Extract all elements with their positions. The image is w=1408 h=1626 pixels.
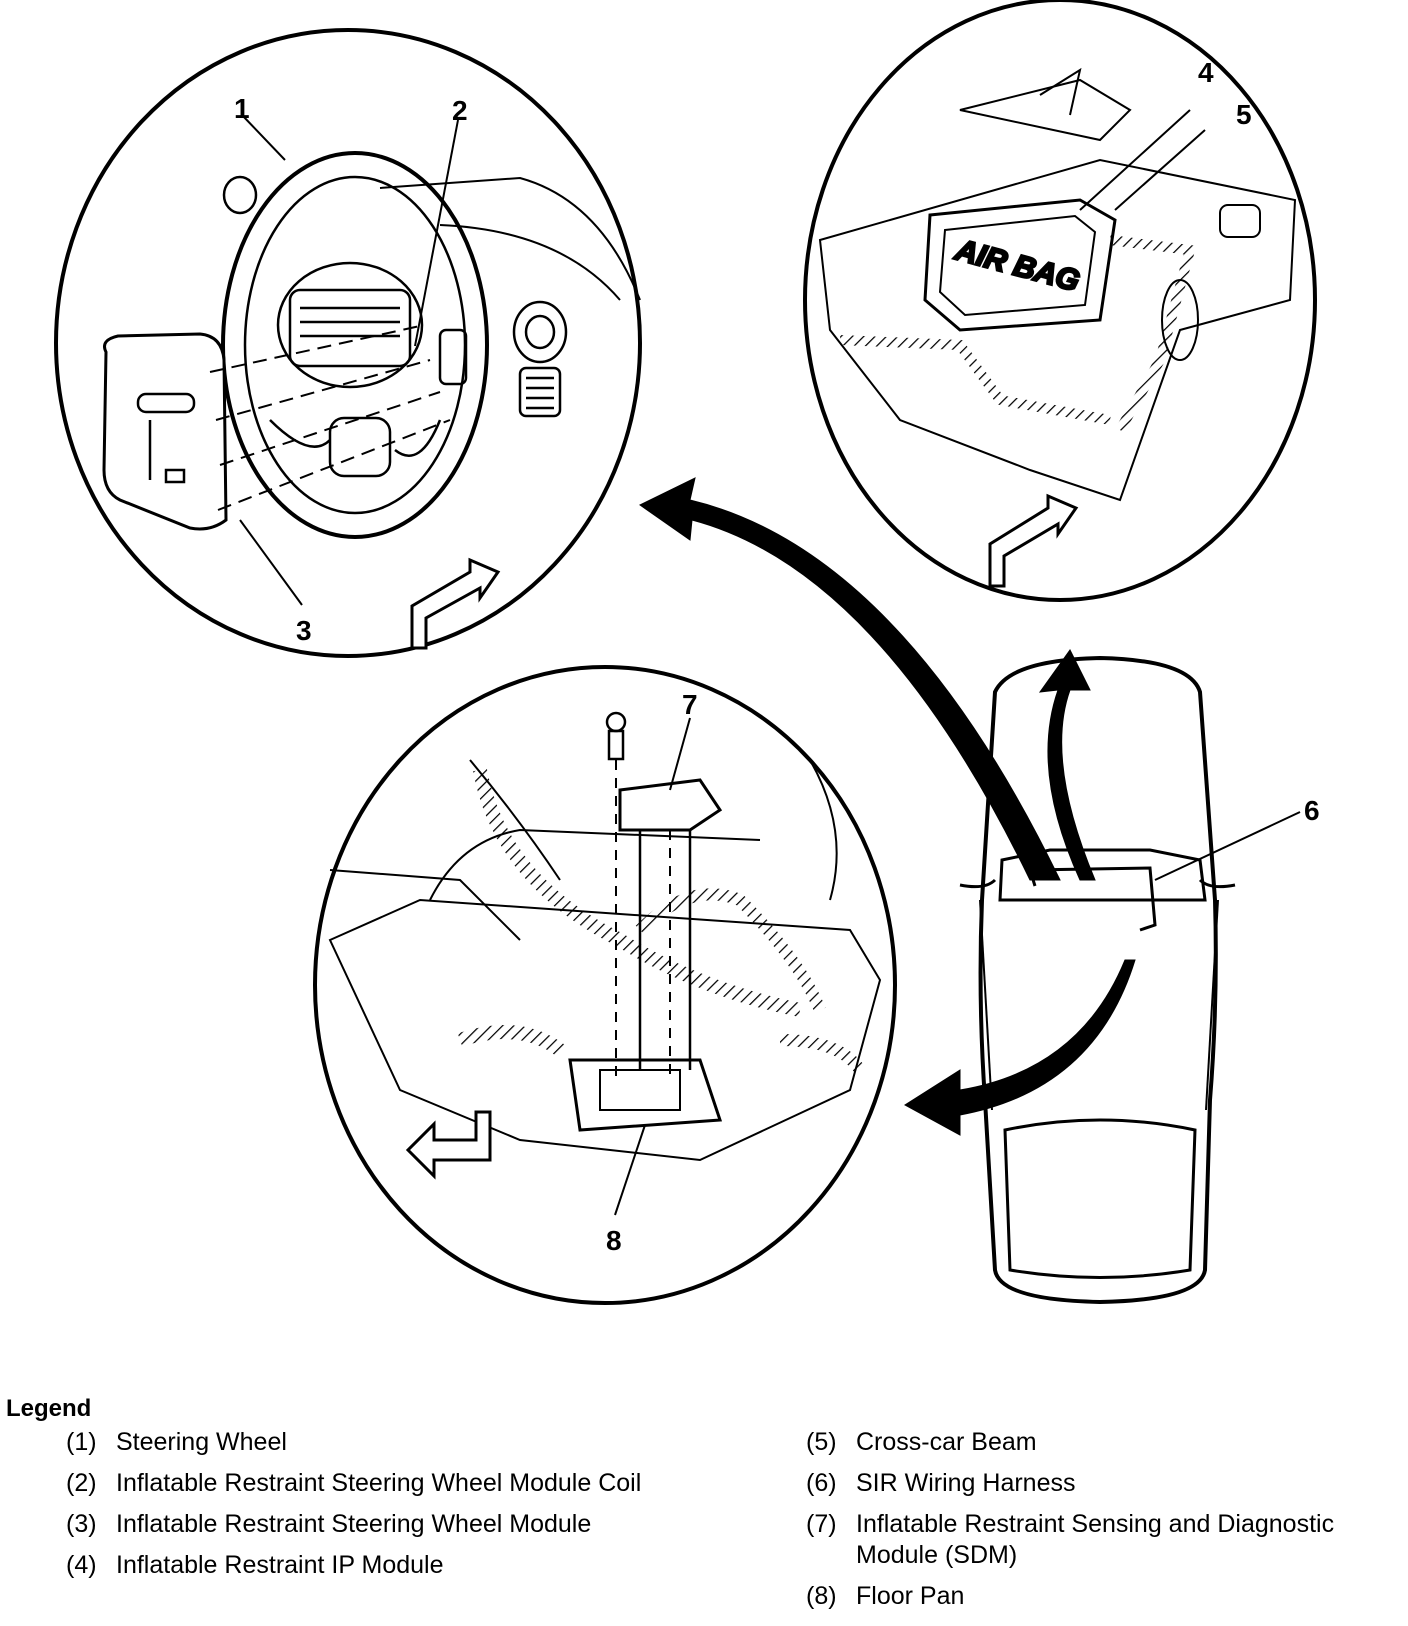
- sir-component-diagram: 1 2 3 AIR BAG 4 5: [54, 0, 1320, 1305]
- arrow-to-steering-wheel-icon: [639, 477, 1061, 881]
- legend-item-text: Inflatable Restraint Sensing and Diagnos…: [856, 1510, 1335, 1569]
- legend-item-text: SIR Wiring Harness: [856, 1469, 1076, 1497]
- sdm-detail-view: [313, 665, 897, 1305]
- legend-item-text: Inflatable Restraint Steering Wheel Modu…: [116, 1469, 642, 1497]
- ip-module-detail-view: AIR BAG: [803, 0, 1317, 602]
- legend-right-column: (5) Cross-car Beam (6) SIR Wiring Harnes…: [806, 1427, 1402, 1622]
- legend-item-number: (5): [806, 1428, 837, 1456]
- legend-item-text: Cross-car Beam: [856, 1428, 1037, 1456]
- ip-airbag-module: AIR BAG: [923, 198, 1117, 332]
- legend-item-number: (6): [806, 1469, 837, 1497]
- legend-item-number: (1): [66, 1428, 97, 1456]
- legend-item-number: (4): [66, 1551, 97, 1579]
- callout-1: 1: [234, 93, 250, 124]
- legend-left-column: (1) Steering Wheel (2) Inflatable Restra…: [66, 1427, 686, 1591]
- legend-item-number: (7): [806, 1510, 837, 1538]
- view-arrow-right-icon: [988, 493, 1079, 588]
- steering-wheel-rim: [221, 151, 489, 539]
- dash-vent: [512, 300, 568, 418]
- callout-5: 5: [1236, 99, 1252, 130]
- callout-2: 2: [452, 95, 468, 126]
- legend: Legend (1) Steering Wheel (2) Inflatable…: [0, 1395, 1408, 1626]
- explode-lines: [209, 325, 451, 511]
- legend-item-text: Steering Wheel: [116, 1428, 287, 1456]
- legend-item: (6) SIR Wiring Harness: [806, 1468, 1402, 1499]
- pointer-arrows: [639, 477, 1136, 1136]
- legend-item: (4) Inflatable Restraint IP Module: [66, 1550, 686, 1581]
- legend-item-number: (8): [806, 1582, 837, 1610]
- legend-item-text: Floor Pan: [856, 1582, 965, 1610]
- legend-item: (1) Steering Wheel: [66, 1427, 686, 1458]
- legend-item: (3) Inflatable Restraint Steering Wheel …: [66, 1509, 686, 1540]
- legend-title: Legend: [6, 1395, 92, 1422]
- legend-item: (2) Inflatable Restraint Steering Wheel …: [66, 1468, 686, 1499]
- view-arrow-bottom-icon: [405, 1110, 492, 1180]
- sdm-module: [618, 778, 723, 1070]
- callout-7: 7: [682, 689, 698, 720]
- callout-6: 6: [1304, 795, 1320, 826]
- callout-4: 4: [1198, 57, 1214, 88]
- steering-wheel-detail-view: [54, 28, 642, 658]
- callout-8: 8: [606, 1225, 622, 1256]
- arrow-to-sdm-icon: [904, 959, 1136, 1136]
- callout-3: 3: [296, 615, 312, 646]
- legend-item-text: Inflatable Restraint Steering Wheel Modu…: [116, 1510, 592, 1538]
- legend-item: (5) Cross-car Beam: [806, 1427, 1402, 1458]
- legend-item-text: Inflatable Restraint IP Module: [116, 1551, 444, 1579]
- legend-item: (7) Inflatable Restraint Sensing and Dia…: [806, 1509, 1402, 1571]
- steering-wheel-airbag-module: [102, 332, 228, 531]
- vehicle-top-view: [959, 655, 1236, 1305]
- legend-item-number: (2): [66, 1469, 97, 1497]
- legend-item-number: (3): [66, 1510, 97, 1538]
- sdm-bolt: [605, 711, 671, 1080]
- legend-item: (8) Floor Pan: [806, 1581, 1402, 1612]
- arrow-to-ip-module-icon: [1038, 649, 1096, 881]
- view-arrow-left-icon: [410, 557, 501, 650]
